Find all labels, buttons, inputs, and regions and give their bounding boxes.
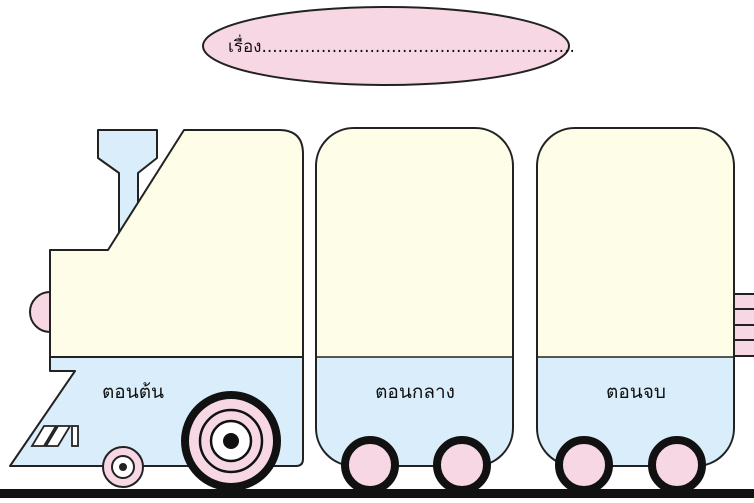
emblem: [30, 425, 79, 447]
car-label-end: ตอนจบ: [606, 381, 666, 403]
wheel: [555, 436, 613, 494]
nose-cap: [29, 290, 51, 334]
title-oval: เรื่อง..................................…: [202, 6, 575, 86]
wheel: [648, 436, 706, 494]
title-text: เรื่อง..................................…: [228, 34, 575, 57]
wheel: [341, 436, 399, 494]
front-small-wheel: [102, 446, 144, 488]
wheel: [433, 436, 491, 494]
last-car: ตอนจบ: [536, 127, 754, 467]
rail: [0, 489, 754, 498]
middle-car: ตอนกลาง: [315, 127, 514, 467]
car-label-middle: ตอนกลาง: [375, 381, 455, 403]
cab-body: [49, 129, 304, 358]
car-label-start: ตอนต้น: [102, 381, 164, 403]
drive-wheel: [181, 391, 281, 491]
